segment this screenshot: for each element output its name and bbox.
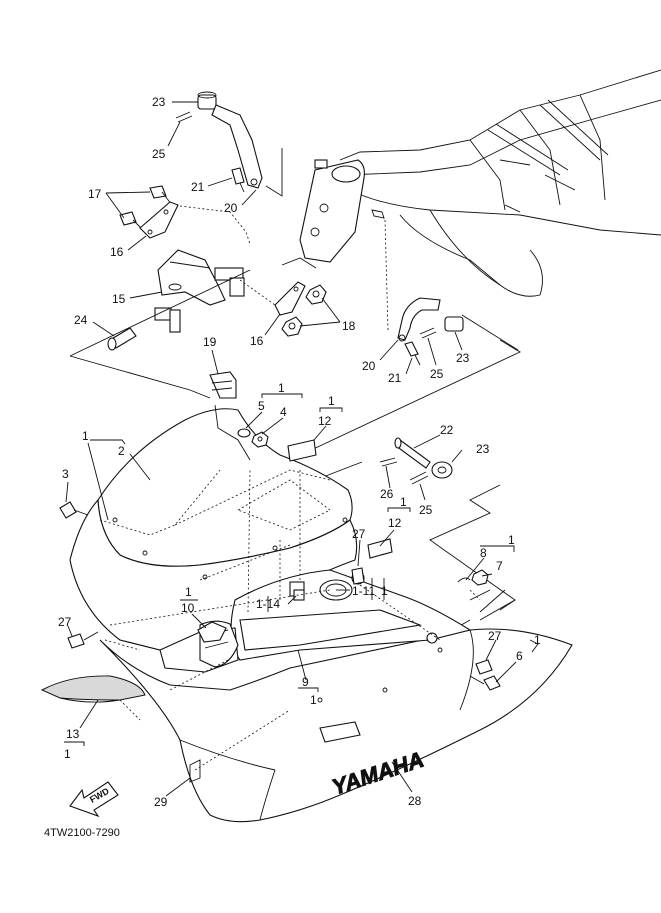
callout-26: 26 <box>380 487 394 501</box>
callout-labels: 23 25 21 20 17 16 15 24 16 18 20 21 25 2… <box>58 95 541 809</box>
stay-bracket <box>175 91 263 193</box>
callout-1: 1 <box>64 747 71 761</box>
callout-12: 12 <box>388 516 402 530</box>
callout-23: 23 <box>456 351 470 365</box>
callout-29: 29 <box>154 795 168 809</box>
small-parts <box>59 371 501 783</box>
callout-9: 9 <box>302 675 309 689</box>
callout-25: 25 <box>152 147 166 161</box>
frame-assembly <box>299 69 661 331</box>
mount-bracket <box>107 185 327 351</box>
callout-5: 5 <box>258 399 265 413</box>
right-stay <box>397 297 464 366</box>
callout-25: 25 <box>430 367 444 381</box>
callout-1: 1 <box>185 585 192 599</box>
callout-1-14: 1-14 <box>256 597 280 611</box>
callout-1: 1 <box>381 584 388 598</box>
callout-23: 23 <box>476 442 490 456</box>
callout-27: 27 <box>58 615 72 629</box>
callout-18: 18 <box>342 319 356 333</box>
callout-1: 1 <box>534 633 541 647</box>
callout-17: 17 <box>88 187 102 201</box>
callout-25: 25 <box>419 503 433 517</box>
callout-23: 23 <box>152 95 166 109</box>
callout-2: 2 <box>118 444 125 458</box>
callout-20: 20 <box>224 201 238 215</box>
diagram-code: 4TW2100-7290 <box>44 827 120 839</box>
side-cowling <box>99 628 573 823</box>
callout-21: 21 <box>388 371 402 385</box>
callout-8: 8 <box>480 546 487 560</box>
callout-1: 1 <box>278 381 285 395</box>
callout-1: 1 <box>508 533 515 547</box>
callout-22: 22 <box>440 423 454 437</box>
callout-12: 12 <box>318 414 332 428</box>
callout-6: 6 <box>516 649 523 663</box>
under-cover-13 <box>40 675 146 703</box>
callout-27: 27 <box>488 629 502 643</box>
callout-20: 20 <box>362 359 376 373</box>
leader-lines <box>64 101 539 797</box>
fwd-arrow: FWD <box>69 781 119 818</box>
callout-13: 13 <box>66 727 80 741</box>
callout-1-11: 1-11 <box>352 584 375 598</box>
callout-27: 27 <box>352 527 366 541</box>
callout-1: 1 <box>310 693 317 707</box>
callout-4: 4 <box>280 405 287 419</box>
callout-7: 7 <box>496 559 503 573</box>
callout-10: 10 <box>181 601 195 615</box>
callout-1: 1 <box>328 394 335 408</box>
callout-19: 19 <box>203 335 217 349</box>
callout-1: 1 <box>400 495 407 509</box>
callout-3: 3 <box>62 467 69 481</box>
dotted-leaders <box>99 469 506 771</box>
callout-15: 15 <box>112 292 126 306</box>
callout-1: 1 <box>82 429 89 443</box>
callout-28: 28 <box>408 794 422 808</box>
callout-24: 24 <box>74 313 88 327</box>
callout-16: 16 <box>250 334 264 348</box>
callout-21: 21 <box>191 180 205 194</box>
callout-16: 16 <box>110 245 124 259</box>
